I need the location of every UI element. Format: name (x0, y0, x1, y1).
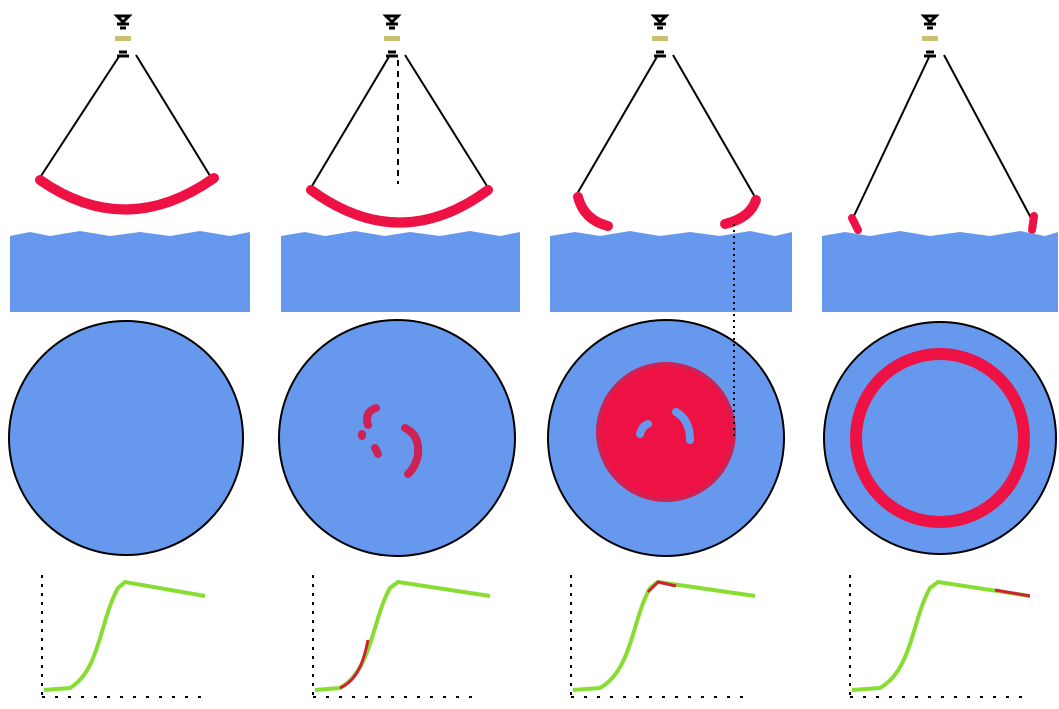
surface-block (281, 231, 520, 312)
cone-edge-left (852, 54, 931, 219)
surface-block (10, 231, 250, 312)
intensity-curve (851, 579, 1031, 692)
cone-edge-left (576, 54, 659, 195)
panel-1 (8, 14, 250, 698)
cone-base-mark-right (1028, 212, 1038, 234)
cone-apex-icon (382, 14, 402, 58)
cone-edge-left (40, 54, 121, 177)
intersection-disc (596, 362, 736, 502)
panel-4 (822, 14, 1058, 698)
panel-3 (547, 14, 792, 698)
cone-base-arc (35, 173, 219, 215)
cone-apex-icon (113, 14, 133, 58)
intensity-curve (314, 579, 491, 692)
cone-base-arc-right (720, 195, 761, 229)
cone-edge-right (672, 54, 756, 198)
intersection-holes (636, 408, 694, 444)
panel-2 (278, 14, 520, 698)
cone-base-arc (306, 185, 493, 228)
surface-block (550, 231, 792, 312)
intersection-ring (850, 348, 1030, 528)
cone-base-arc-left (573, 192, 613, 231)
cross-section-circle (278, 319, 516, 557)
cone-edge-right (404, 54, 488, 187)
cross-section-circle (8, 320, 244, 556)
cone-edge-left (311, 54, 391, 187)
surface-block (822, 231, 1058, 312)
intensity-plot (570, 575, 756, 698)
intersection-small-arcs (358, 404, 423, 478)
intensity-curve-highlight (994, 588, 1031, 598)
cone-edge-right (943, 54, 1032, 219)
intensity-curve-highlight (646, 580, 677, 594)
intensity-plot (41, 575, 208, 698)
intensity-curve-highlight (339, 639, 370, 690)
cone-apex-icon (920, 14, 940, 58)
cone-base-mark-left (848, 214, 862, 234)
cone-apex-icon (650, 14, 670, 58)
cone-edge-right (135, 54, 213, 180)
intensity-curve (572, 579, 756, 692)
intensity-plot (849, 575, 1031, 698)
intensity-curve (43, 579, 206, 692)
intensity-plot (312, 575, 491, 698)
